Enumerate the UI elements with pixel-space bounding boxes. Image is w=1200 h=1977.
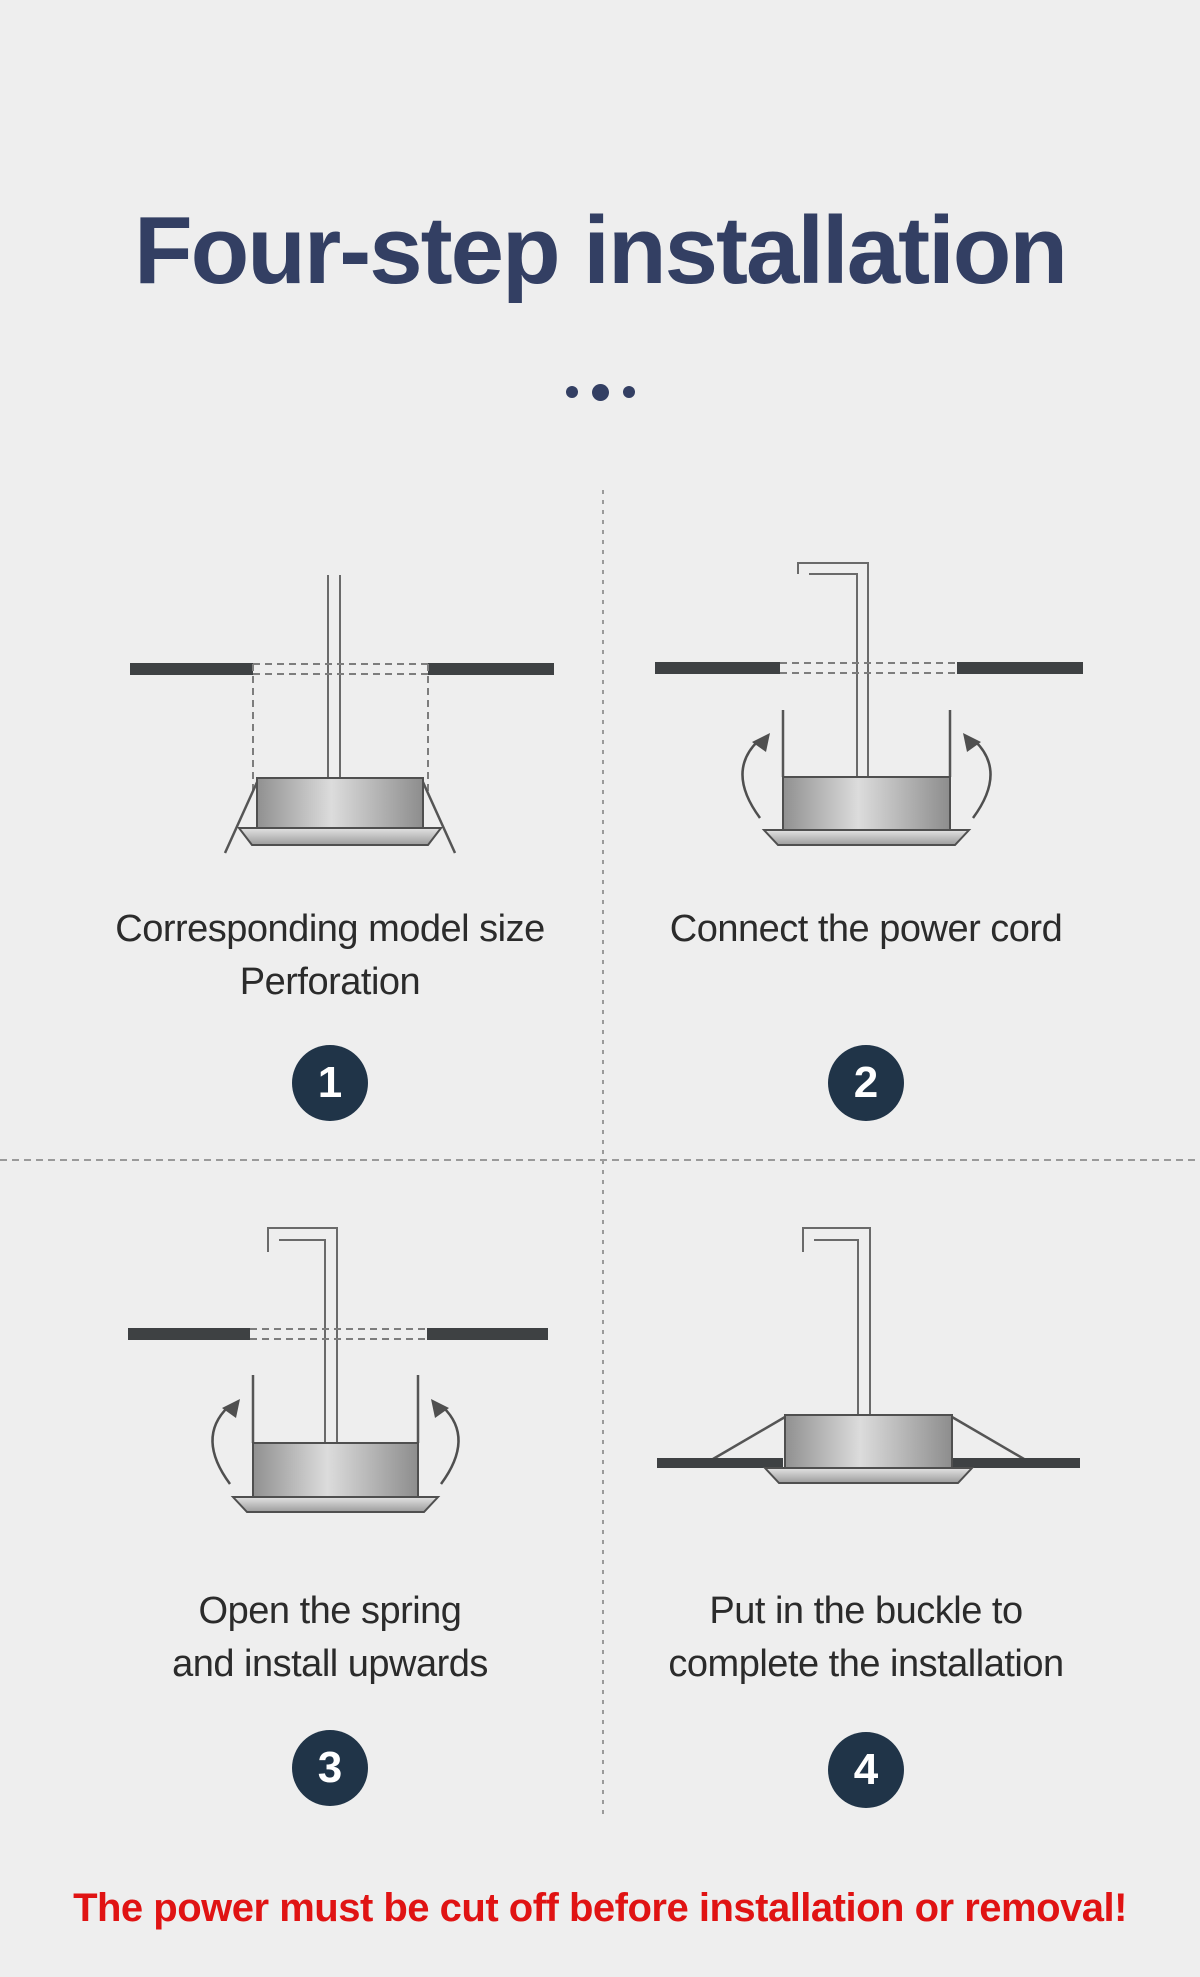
ceiling-bars	[128, 1328, 548, 1340]
step-2-caption: Connect the power cord	[616, 903, 1116, 956]
caption-line: Connect the power cord	[669, 908, 1063, 950]
title-divider-dots	[0, 372, 1200, 412]
caption-line: Corresponding model size	[115, 908, 545, 950]
open-spring-diagram	[128, 1227, 548, 1513]
caption-line: complete the installation	[668, 1643, 1064, 1685]
rotate-arrows	[741, 733, 992, 819]
step-number: 3	[317, 1743, 343, 1792]
page-title: Four-step installation	[133, 197, 1068, 304]
hole-outline-dashed	[250, 1328, 427, 1340]
step-4-caption: Put in the buckle to complete the instal…	[616, 1585, 1116, 1691]
hole-outline-dashed	[252, 663, 429, 792]
ceiling-bars	[657, 1458, 1080, 1468]
step-number-badge: 2	[828, 1045, 904, 1121]
step-number-badge: 4	[828, 1732, 904, 1808]
step-1-caption: Corresponding model size Perforation	[80, 903, 580, 1009]
step-number: 2	[853, 1058, 879, 1107]
caption-line: and install upwards	[172, 1643, 488, 1685]
downlight-fixture	[761, 776, 972, 846]
spring-clips-up	[251, 1375, 420, 1443]
ceiling-bars	[655, 662, 1083, 674]
perforation-diagram	[130, 575, 554, 854]
power-wires-bent	[802, 1227, 871, 1415]
power-wires-bent	[797, 562, 869, 777]
quadrant-divider-vertical	[602, 490, 604, 1818]
downlight-fixture	[230, 1442, 441, 1513]
step-number: 4	[853, 1745, 879, 1794]
connect-power-cord-diagram	[655, 562, 1083, 846]
power-wires	[327, 575, 341, 778]
spring-clips-opened	[712, 1415, 1025, 1461]
warning-text: The power must be cut off before install…	[73, 1886, 1127, 1930]
dot	[622, 386, 635, 398]
step-number-badge: 1	[292, 1045, 368, 1121]
caption-line: Put in the buckle to	[709, 1590, 1023, 1632]
caption-line: Perforation	[239, 961, 421, 1003]
spring-clips-up	[781, 710, 952, 777]
installed-fixture-diagram	[657, 1227, 1080, 1484]
rotate-arrows	[211, 1399, 460, 1485]
dot	[591, 383, 609, 401]
step-3-caption: Open the spring and install upwards	[80, 1585, 580, 1691]
caption-line: Open the spring	[198, 1590, 462, 1632]
quadrant-divider-horizontal	[0, 1159, 1200, 1161]
dot	[565, 386, 578, 398]
spring-clips	[223, 779, 457, 854]
power-wires-bent	[267, 1227, 338, 1443]
downlight-fixture	[236, 777, 444, 846]
downlight-fixture	[762, 1414, 975, 1484]
ceiling-bars	[130, 663, 554, 675]
step-number-badge: 3	[292, 1730, 368, 1806]
hole-outline-dashed	[780, 662, 957, 674]
step-number: 1	[317, 1058, 343, 1107]
